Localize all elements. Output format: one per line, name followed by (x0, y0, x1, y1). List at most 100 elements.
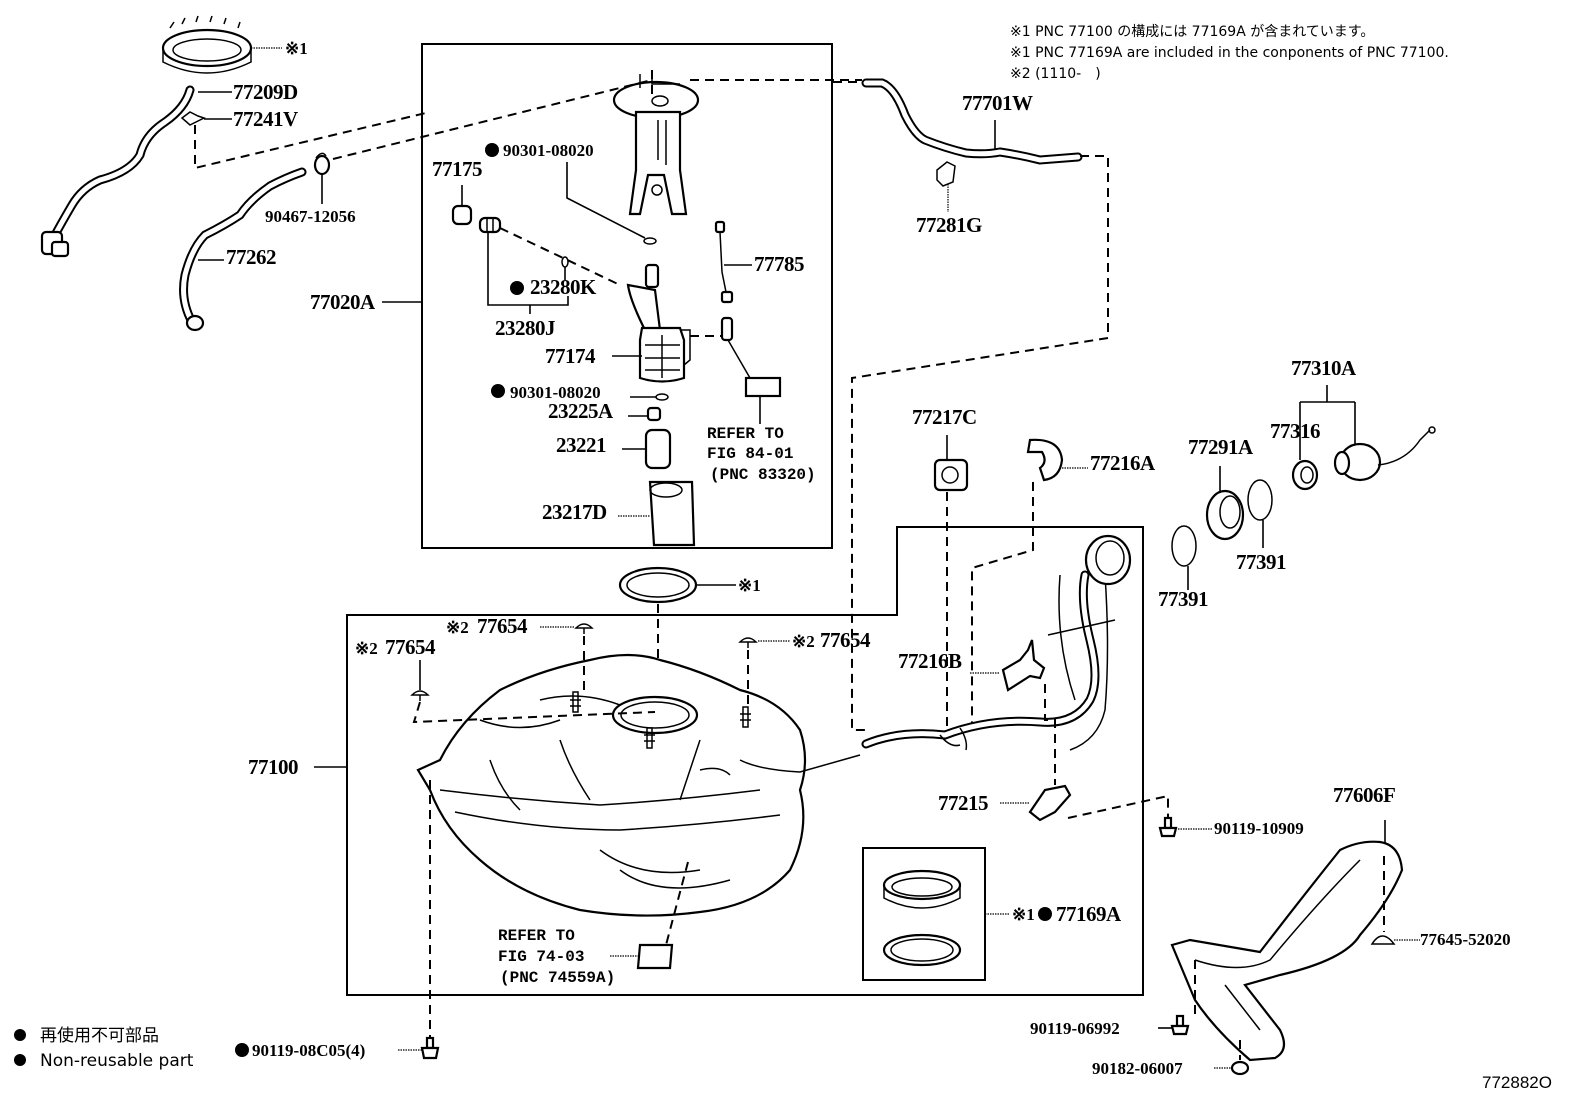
part-77217C[interactable]: 77217C (912, 405, 977, 429)
pump-bracket-77174 (626, 263, 691, 383)
fuel-pump-23221 (644, 428, 672, 470)
part-77701W[interactable]: 77701W (962, 91, 1034, 115)
part-77291A[interactable]: 77291A (1188, 435, 1255, 459)
fuel-return-hose (40, 85, 195, 258)
non-reusable-bullet (485, 143, 499, 157)
o-ring-77391-left (1171, 525, 1197, 567)
part-77020A[interactable]: 77020A (310, 290, 377, 314)
non-reusable-bullet (510, 281, 524, 295)
part-77215[interactable]: 77215 (938, 791, 989, 815)
fuel-tank-77100 (416, 653, 861, 917)
clamp-77216B (1001, 639, 1046, 692)
legend-bullet-icon (14, 1029, 26, 1041)
non-reusable-bullet (1038, 907, 1052, 921)
marker-ref1-gasket: ※1 (738, 576, 761, 595)
marker-ref1-top-ring: ※1 (285, 39, 308, 58)
part-23280J[interactable]: 23280J (495, 316, 556, 340)
lock-ring-top (161, 15, 253, 74)
nut-90182-06007 (1230, 1060, 1250, 1076)
legend-english: Non-reusable part (40, 1051, 194, 1071)
refer-fig74-line2[interactable]: FIG 74-03 (498, 948, 584, 966)
refer-fig74-line3: (PNC 74559A) (500, 969, 615, 987)
part-77654-left[interactable]: 77654 (385, 635, 437, 659)
non-reusable-bullet (491, 384, 505, 398)
pump-flange-assembly (612, 70, 700, 216)
part-23225A[interactable]: 23225A (548, 399, 615, 423)
filter-23225A (646, 406, 662, 422)
label-plate-74559A (636, 943, 674, 970)
part-90119-08C05[interactable]: 90119-08C05(4) (252, 1041, 365, 1060)
part-90301-08020-lower[interactable]: 90301-08020 (510, 383, 601, 402)
part-77209D[interactable]: 77209D (233, 80, 299, 104)
clip-77241V (180, 111, 206, 126)
part-77606F[interactable]: 77606F (1333, 783, 1396, 807)
marker-ref2-middle: ※2 (446, 618, 469, 637)
part-90467-12056[interactable]: 90467-12056 (265, 207, 356, 226)
non-reusable-bullet (235, 1043, 249, 1057)
grommet-77217C (933, 458, 969, 492)
refer-fig84-line2[interactable]: FIG 84-01 (707, 445, 793, 463)
header-notes: ※1 PNC 77100 の構成には 77169A が含まれています。 ※1 P… (1010, 24, 1449, 82)
o-ring-lower (655, 393, 669, 401)
o-ring-77391-right (1247, 479, 1273, 521)
part-77645-52020[interactable]: 77645-52020 (1420, 930, 1511, 949)
legend-japanese: 再使用不可部品 (40, 1025, 159, 1046)
part-77785[interactable]: 77785 (754, 252, 805, 276)
part-77175[interactable]: 77175 (432, 157, 483, 181)
part-77216B[interactable]: 77216B (898, 649, 963, 673)
part-77391-right[interactable]: 77391 (1236, 550, 1287, 574)
note-2-date-range: ※2 (1110- ) (1010, 66, 1101, 82)
note-1-japanese: ※1 PNC 77100 の構成には 77169A が含まれています。 (1010, 24, 1374, 40)
part-77262[interactable]: 77262 (226, 245, 277, 269)
refer-fig74-line1: REFER TO (498, 927, 575, 945)
legend: 再使用不可部品 Non-reusable part (14, 1025, 194, 1071)
legend-bullet-icon (14, 1054, 26, 1066)
part-77654-right[interactable]: 77654 (820, 628, 872, 652)
tank-bolts (570, 691, 751, 749)
bolt-90119-10909 (1158, 816, 1178, 838)
refer-fig84-line1: REFER TO (707, 425, 784, 443)
part-77241V[interactable]: 77241V (233, 107, 299, 131)
wire-harness-77785 (714, 220, 734, 304)
filler-neck-pipe (861, 534, 1132, 751)
sender-gauge (720, 316, 782, 398)
bolt-90119-08C05 (420, 1036, 440, 1060)
clip-77654-right (738, 637, 758, 648)
part-90182-06007[interactable]: 90182-06007 (1092, 1059, 1183, 1078)
marker-ref1-kit: ※1 (1012, 905, 1035, 924)
protector-77606F (1170, 840, 1404, 1062)
part-77100[interactable]: 77100 (248, 755, 299, 779)
part-90301-08020-upper[interactable]: 90301-08020 (503, 141, 594, 160)
o-ring-upper (643, 237, 657, 245)
fuel-cap-77310A (1333, 426, 1436, 482)
marker-ref2-right: ※2 (792, 632, 815, 651)
strainer-23217D (648, 480, 696, 547)
clamp-77216A (1026, 438, 1064, 482)
part-23221[interactable]: 23221 (556, 433, 607, 457)
o-ring-23280K (561, 256, 569, 268)
part-23217D[interactable]: 23217D (542, 500, 608, 524)
check-valve (478, 216, 502, 234)
bracket-77215 (1028, 784, 1072, 822)
part-77169A[interactable]: 77169A (1056, 902, 1123, 926)
part-77281G[interactable]: 77281G (916, 213, 983, 237)
part-77174[interactable]: 77174 (545, 344, 597, 368)
clip-77654-middle (574, 623, 594, 634)
note-1-english: ※1 PNC 77169A are included in the conpon… (1010, 45, 1449, 61)
lock-ring-kit-77169A (882, 869, 962, 967)
part-77310A[interactable]: 77310A (1291, 356, 1358, 380)
clamp-77281G (936, 161, 956, 187)
part-23280K[interactable]: 23280K (530, 275, 598, 299)
part-77316[interactable]: 77316 (1270, 419, 1321, 443)
vent-hose-77262 (179, 167, 307, 332)
fuel-tank-assembly-box (346, 526, 1144, 996)
clip-77654-left (410, 690, 430, 701)
part-90119-10909[interactable]: 90119-10909 (1214, 819, 1304, 838)
part-90119-06992[interactable]: 90119-06992 (1030, 1019, 1120, 1038)
fuel-pump-assembly-box (421, 43, 833, 549)
filler-inlet-77291A (1205, 489, 1245, 541)
part-77216A[interactable]: 77216A (1090, 451, 1157, 475)
part-77391-left[interactable]: 77391 (1158, 587, 1209, 611)
part-77654-middle[interactable]: 77654 (477, 614, 529, 638)
